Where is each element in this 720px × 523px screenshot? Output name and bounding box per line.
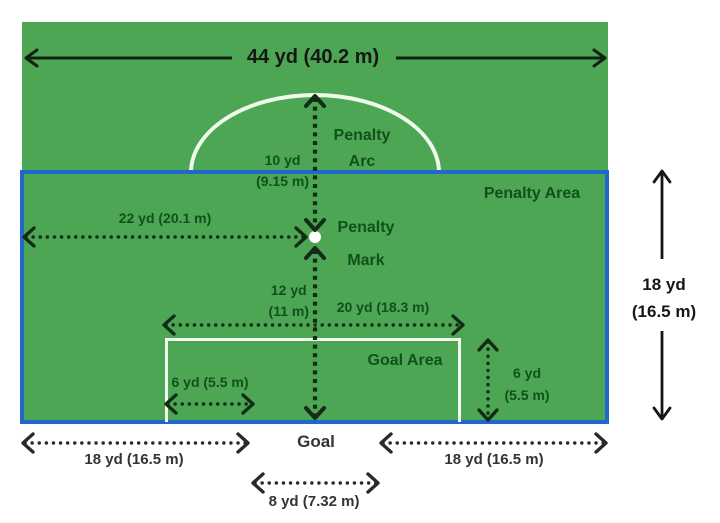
goal-area-depth-line2: (5.5 m) (504, 387, 550, 403)
penalty-area-width-label: 44 yd (40.2 m) (246, 46, 380, 68)
penalty-area-box (20, 170, 609, 424)
dimension-arrow-8yd (251, 472, 380, 494)
penalty-area-depth-line1: 18 yd (642, 275, 686, 294)
arc-radius-label: 10 yd (9.15 m) (256, 150, 309, 192)
penalty-area-depth-line2: (16.5 m) (631, 302, 697, 321)
penalty-arc-label: Penalty Arc (334, 123, 391, 175)
penalty-arc-line2: Arc (348, 153, 376, 170)
arc-radius-line2: (9.15 m) (256, 173, 309, 189)
goal-area-width-label: 20 yd (18.3 m) (336, 299, 430, 315)
mark-to-goal-line1: 12 yd (270, 282, 307, 298)
dimension-arrow-22yd (22, 226, 308, 248)
dimension-arrow-12yd (304, 246, 326, 420)
goal-label: Goal (297, 432, 335, 451)
dimension-arrow-44yd-left (24, 48, 232, 68)
goal-area-label: Goal Area (367, 352, 443, 369)
penalty-mark-label: Penalty Mark (338, 211, 395, 277)
penalty-mark-dot (309, 231, 321, 243)
mark-to-touchline-label: 22 yd (20.1 m) (118, 210, 212, 226)
penalty-mark-line2: Mark (347, 252, 385, 269)
goal-area-side-label: 6 yd (5.5 m) (171, 374, 249, 390)
dimension-arrow-6yd-right (477, 338, 499, 422)
penalty-mark-line1: Penalty (337, 219, 395, 236)
goal-line-right-label: 18 yd (16.5 m) (444, 451, 544, 468)
dimension-arrow-6yd-left (164, 393, 255, 415)
goal-line-left-label: 18 yd (16.5 m) (84, 451, 184, 468)
dimension-arrow-10yd (304, 94, 326, 232)
arc-radius-line1: 10 yd (264, 152, 301, 168)
dimension-arrow-goalline-left (21, 432, 250, 454)
dimension-arrow-18yd-down (652, 331, 672, 421)
goal-width-label: 8 yd (7.32 m) (268, 493, 360, 510)
dimension-arrow-44yd-right (396, 48, 607, 68)
penalty-arc-line1: Penalty (333, 127, 391, 144)
goal-area-depth-line1: 6 yd (512, 365, 541, 381)
penalty-area-depth-label: 18 yd (16.5 m) (632, 271, 696, 325)
mark-to-goal-line2: (11 m) (268, 303, 309, 319)
goal-area-depth-label: 6 yd (5.5 m) (504, 362, 549, 406)
penalty-area-label: Penalty Area (483, 185, 581, 202)
dimension-arrow-18yd-up (652, 169, 672, 259)
mark-to-goal-line-label: 12 yd (11 m) (269, 280, 309, 322)
dimension-arrow-20yd (162, 314, 465, 336)
dimension-arrow-goalline-right (379, 432, 608, 454)
